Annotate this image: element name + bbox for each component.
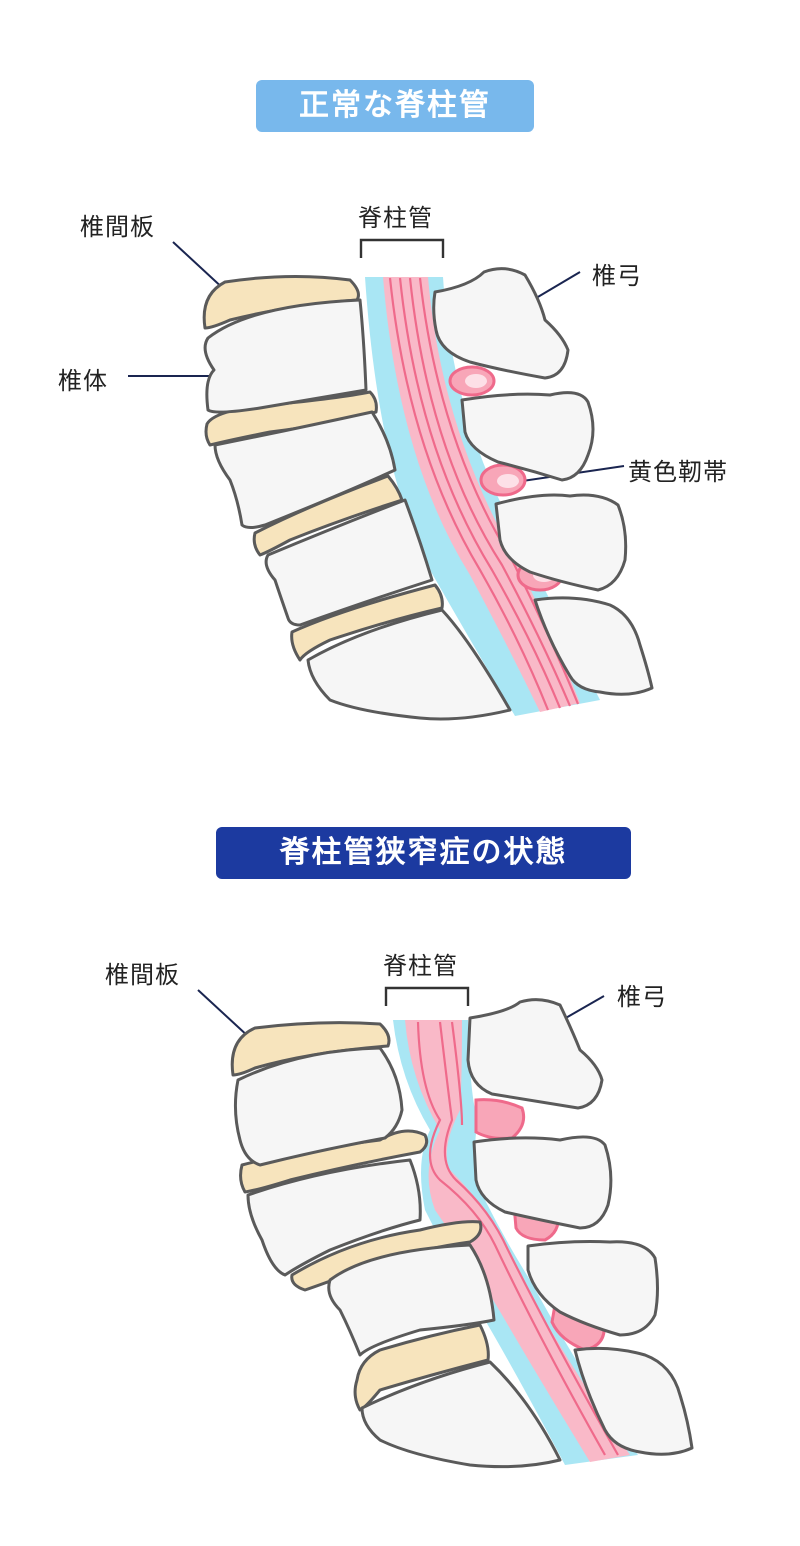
label-disc-stenosis: 椎間板 bbox=[105, 961, 180, 989]
label-canal-normal: 脊柱管 bbox=[358, 204, 433, 232]
canal-bracket bbox=[359, 238, 445, 258]
spinal-cord bbox=[383, 277, 580, 712]
label-disc-normal: 椎間板 bbox=[80, 213, 155, 241]
stenosis-panel-title: 脊柱管狭窄症の状態 bbox=[216, 827, 631, 879]
spinal-cord-stenosis bbox=[405, 1020, 630, 1462]
label-body-normal: 椎体 bbox=[58, 367, 108, 395]
label-ligament-normal: 黄色靭帯 bbox=[628, 458, 728, 486]
label-lamina-normal: 椎弓 bbox=[592, 262, 642, 290]
laminae bbox=[432, 267, 654, 696]
spine-illustration-normal bbox=[128, 238, 654, 721]
laminae-stenosis bbox=[466, 998, 694, 1456]
vertebral-bodies bbox=[203, 298, 512, 721]
intervertebral-discs bbox=[202, 274, 444, 662]
spinal-canal-stenosis bbox=[393, 1020, 638, 1465]
label-canal-stenosis: 脊柱管 bbox=[383, 952, 458, 980]
canal-bracket-stenosis bbox=[384, 986, 470, 1006]
vertebral-bodies-stenosis bbox=[233, 1046, 562, 1469]
normal-panel-title: 正常な脊柱管 bbox=[256, 80, 534, 132]
label-lamina-stenosis: 椎弓 bbox=[617, 983, 667, 1011]
